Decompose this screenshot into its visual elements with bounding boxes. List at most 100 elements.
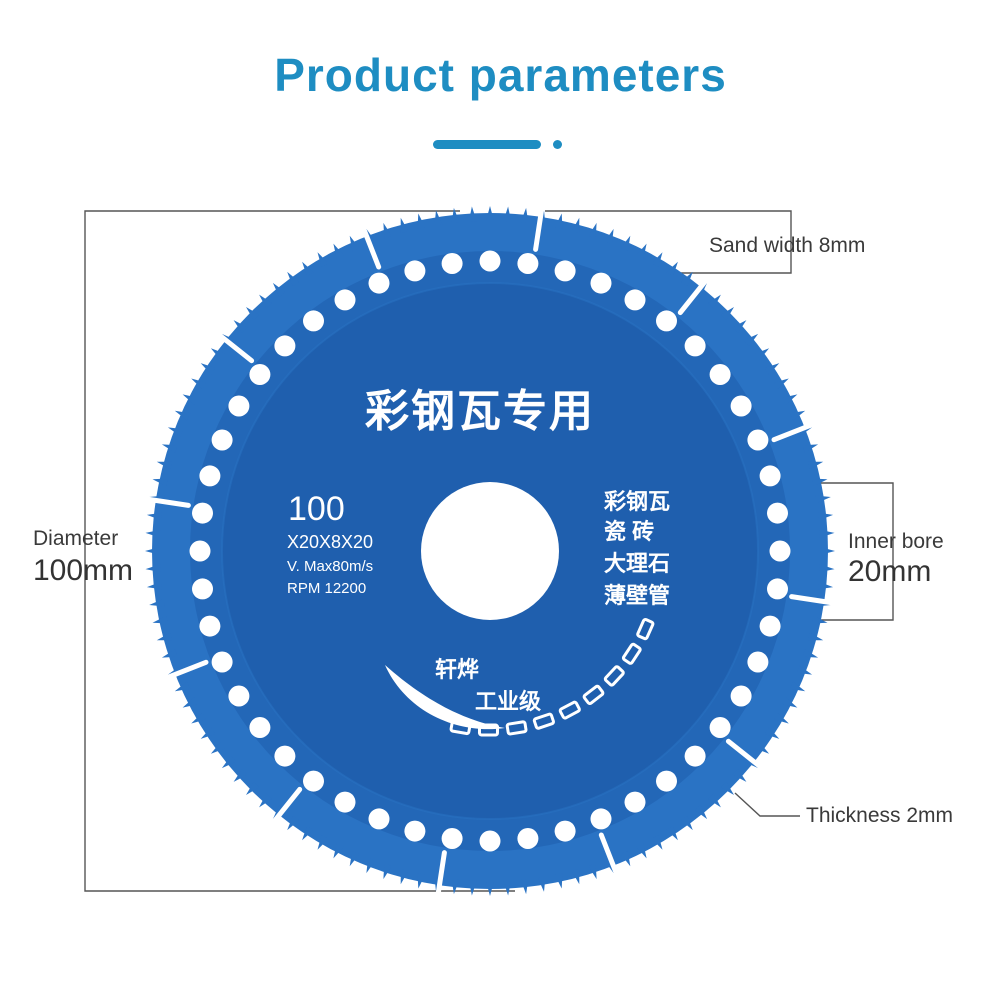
disc-tooth <box>651 252 663 268</box>
disc-tooth <box>636 243 647 259</box>
disc-cooling-hole <box>769 540 791 562</box>
disc-tooth <box>666 825 678 841</box>
disc-tooth <box>636 843 647 859</box>
disc-gullet <box>146 496 191 508</box>
disc-cooling-hole <box>517 828 539 849</box>
disc-tooth <box>246 781 260 795</box>
disc-tooth <box>302 825 314 841</box>
disc-cooling-hole <box>730 685 752 707</box>
disc-material-1: 彩钢瓦 <box>604 489 671 514</box>
disc-tooth <box>182 697 198 708</box>
disc-tooth <box>400 217 409 234</box>
disc-tooth <box>571 217 580 234</box>
disc-gullet <box>789 594 834 606</box>
disc-tooth <box>161 649 178 658</box>
disc-tooth <box>161 444 178 453</box>
disc-cooling-hole <box>590 272 612 294</box>
disc-tooth <box>503 206 512 222</box>
disc-cooling-hole <box>767 578 788 600</box>
disc-tooth <box>145 529 161 538</box>
disc-tooth <box>817 581 834 590</box>
inner-bore-hole <box>421 482 559 620</box>
disc-cooling-hole <box>211 651 233 673</box>
disc-cooling-hole <box>228 685 250 707</box>
disc-cooling-hole <box>759 615 781 637</box>
disc-cooling-hole <box>624 289 646 311</box>
disc-gullet <box>677 278 708 316</box>
disc-tooth <box>537 876 546 892</box>
disc-cooling-hole <box>192 578 213 600</box>
disc-teeth <box>145 206 835 896</box>
disc-cooling-hole <box>441 253 463 274</box>
disc-cooling-hole <box>274 335 296 357</box>
disc-cooling-hole <box>368 272 390 294</box>
disc-tooth <box>468 880 477 896</box>
disc-tooth <box>802 649 819 658</box>
disc-tooth <box>233 320 248 334</box>
thickness-label: Thickness 2mm <box>806 804 954 827</box>
disc-tooth <box>146 581 163 590</box>
disc-tooth <box>200 363 216 375</box>
disc-tooth <box>349 850 360 867</box>
disc-cooling-hole <box>479 250 501 272</box>
disc-tooth <box>210 741 226 754</box>
disc-cooling-hole <box>759 465 781 487</box>
disc-cooling-hole <box>747 429 769 451</box>
disc-tooth <box>145 547 160 555</box>
brand-logo-blocks <box>449 617 655 737</box>
disc-tooth <box>210 348 226 361</box>
disc-material-3: 大理石 <box>604 551 671 576</box>
disc-spec: X20X8X20 <box>287 532 374 552</box>
disc-tooth <box>146 512 163 521</box>
disc-tooth <box>287 271 300 287</box>
disc-tooth <box>620 850 631 867</box>
disc-material-4: 薄壁管 <box>604 583 671 608</box>
disc-tooth <box>588 863 597 880</box>
disc-tooth <box>400 868 409 885</box>
thickness-leader <box>734 792 800 817</box>
disc-cooling-hole <box>189 540 211 562</box>
disc-tooth <box>520 207 529 224</box>
disc-cooling-hole <box>656 770 677 792</box>
disc-cooling-hole <box>730 395 752 417</box>
disc-tooth <box>773 378 789 390</box>
disc-tooth <box>817 512 834 521</box>
disc-cooling-hole <box>368 808 390 830</box>
brand-logo-block <box>636 617 655 641</box>
disc-cooling-hole <box>249 717 271 738</box>
disc-cooling-hole <box>684 335 706 357</box>
disc-gullet <box>725 738 763 769</box>
disc-tooth <box>666 261 678 277</box>
disc-cooling-hole <box>684 745 706 767</box>
title-underline-dot <box>553 140 562 149</box>
disc-tooth <box>782 394 798 405</box>
title-underline-bar <box>433 140 541 149</box>
disc-tooth <box>317 834 329 850</box>
disc-tooth <box>819 564 835 573</box>
disc-cooling-hole <box>404 820 426 842</box>
disc-cooling-hole <box>517 253 539 274</box>
disc-gullet <box>272 786 303 824</box>
disc-cooling-hole <box>199 465 221 487</box>
disc-tooth <box>732 768 747 782</box>
disc-tooth <box>651 834 663 850</box>
disc-tooth <box>807 632 824 641</box>
disc-tooth <box>680 271 693 287</box>
disc-tooth <box>604 228 614 245</box>
page-title: Product parameters <box>274 49 727 101</box>
disc-tooth <box>743 333 759 347</box>
disc-cooling-holes <box>189 250 791 852</box>
disc-tooth <box>233 768 248 782</box>
disc-cooling-hole <box>192 502 213 524</box>
disc-tooth <box>149 598 165 607</box>
disc-tooth <box>707 793 721 808</box>
disc-tooth <box>417 872 426 889</box>
disc-tooth <box>434 210 443 226</box>
disc-tooth <box>486 881 494 896</box>
disc-cooling-hole <box>334 289 356 311</box>
disc-gullet <box>435 850 447 895</box>
brand-logo-swoosh <box>385 665 505 730</box>
disc-tooth <box>819 529 835 538</box>
disc-tooth <box>383 222 392 239</box>
disc-tooth <box>333 243 344 259</box>
